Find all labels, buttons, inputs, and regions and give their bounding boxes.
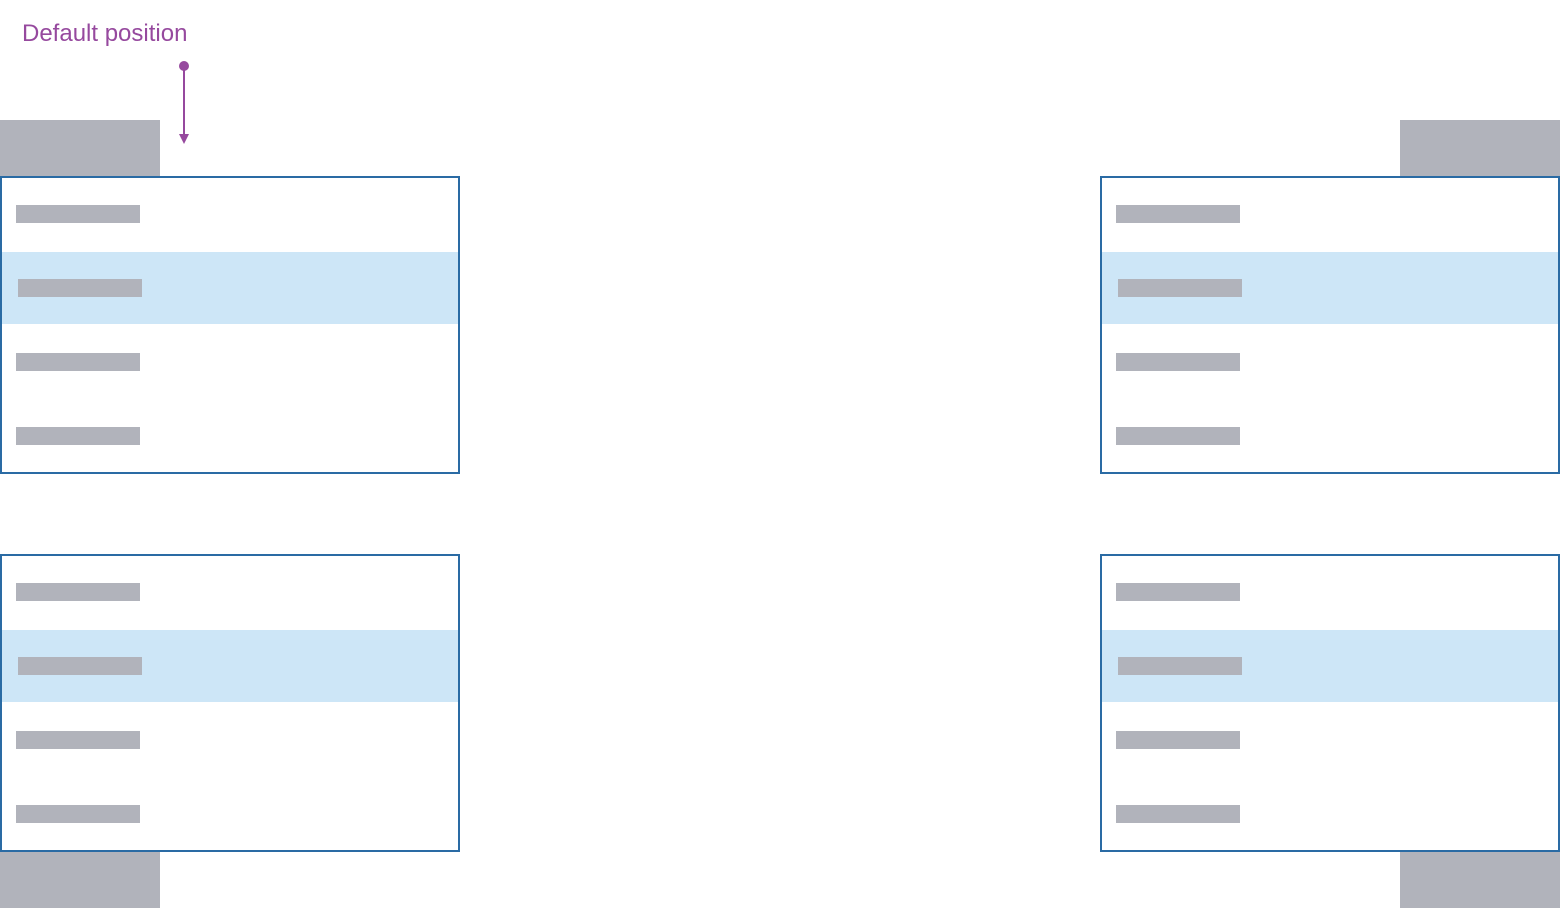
dropdown-trigger-top-right[interactable] <box>1400 120 1560 176</box>
menu-item-label-placeholder <box>16 805 140 823</box>
menu-item-label-placeholder <box>16 731 140 749</box>
menu-item-label-placeholder <box>16 353 140 371</box>
menu-item-label-placeholder <box>1116 731 1240 749</box>
menu-item-label-placeholder <box>1116 583 1240 601</box>
dropdown-menu-bottom-left <box>0 554 460 852</box>
menu-item[interactable] <box>2 778 458 850</box>
menu-item-label-placeholder <box>1118 657 1242 675</box>
dropdown-trigger-top-left[interactable] <box>0 120 160 176</box>
menu-item[interactable] <box>2 400 458 472</box>
menu-item-label-placeholder <box>16 205 140 223</box>
menu-item[interactable] <box>1102 704 1558 776</box>
menu-item-highlighted[interactable] <box>1102 252 1558 324</box>
menu-item[interactable] <box>2 178 458 250</box>
annotation-arrow-icon <box>179 61 189 144</box>
menu-item-label-placeholder <box>1116 805 1240 823</box>
menu-item[interactable] <box>1102 400 1558 472</box>
dropdown-trigger-bottom-right[interactable] <box>1400 852 1560 908</box>
dropdown-trigger-bottom-left[interactable] <box>0 852 160 908</box>
annotation-label: Default position <box>22 20 188 47</box>
menu-item-label-placeholder <box>1116 205 1240 223</box>
menu-item[interactable] <box>1102 178 1558 250</box>
menu-item[interactable] <box>2 704 458 776</box>
menu-item[interactable] <box>1102 326 1558 398</box>
menu-item[interactable] <box>1102 778 1558 850</box>
dropdown-menu-bottom-right <box>1100 554 1560 852</box>
menu-item[interactable] <box>2 556 458 628</box>
menu-item-label-placeholder <box>16 427 140 445</box>
menu-item-highlighted[interactable] <box>2 630 458 702</box>
menu-item-highlighted[interactable] <box>1102 630 1558 702</box>
menu-item-label-placeholder <box>18 657 142 675</box>
menu-item[interactable] <box>1102 556 1558 628</box>
menu-item-highlighted[interactable] <box>2 252 458 324</box>
menu-item[interactable] <box>2 326 458 398</box>
dropdown-menu-top-right <box>1100 176 1560 474</box>
menu-item-label-placeholder <box>1118 279 1242 297</box>
menu-item-label-placeholder <box>1116 427 1240 445</box>
menu-item-label-placeholder <box>16 583 140 601</box>
dropdown-menu-top-left <box>0 176 460 474</box>
menu-item-label-placeholder <box>18 279 142 297</box>
menu-item-label-placeholder <box>1116 353 1240 371</box>
